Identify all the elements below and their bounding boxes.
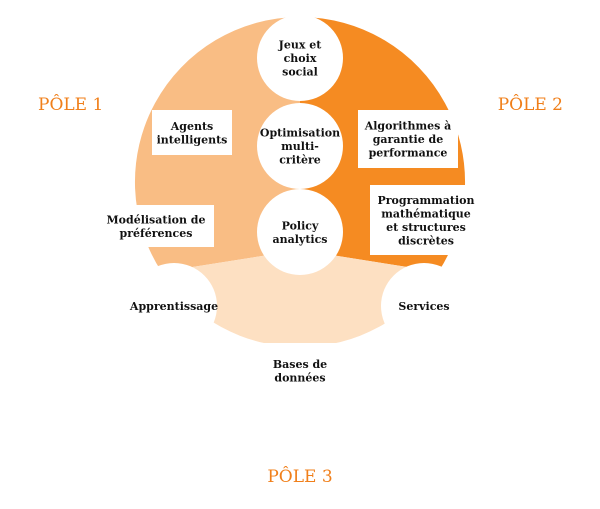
circle-shape (257, 189, 343, 275)
circle-shape (257, 15, 343, 101)
circle-node-services: Services (381, 263, 467, 349)
circle-shape (131, 263, 217, 349)
node-label-line: Jeux et (278, 39, 323, 52)
node-label-line: intelligents (157, 133, 228, 146)
pole-1-label: PÔLE 1 (38, 94, 103, 115)
node-label: Services (398, 300, 449, 313)
node-label-line: Apprentissage (129, 300, 218, 313)
pole-2-label: PÔLE 2 (498, 94, 563, 115)
node-label-line: multi- (281, 140, 319, 153)
box-shape (152, 110, 232, 155)
box-shape (358, 110, 458, 168)
node-label-line: social (282, 66, 318, 79)
node-label-line: choix (284, 52, 317, 65)
circle-shape (257, 103, 343, 189)
node-label-line: mathématique (381, 207, 471, 220)
node-label-line: analytics (273, 233, 328, 246)
node-label-line: garantie de (373, 133, 444, 146)
node-label-line: critère (279, 154, 321, 167)
node-label-line: Modélisation de (107, 213, 206, 226)
node-label-line: Optimisation (260, 127, 340, 140)
node-label-line: Services (398, 300, 449, 313)
circle-node-apprentissage: Apprentissage (129, 263, 218, 349)
box-shape (98, 205, 214, 247)
node-label: Apprentissage (129, 300, 218, 313)
pole-3-sector (161, 250, 439, 348)
circle-shape (381, 263, 467, 349)
node-label-line: préférences (120, 227, 193, 240)
node-label-line: Programmation (377, 194, 474, 207)
box-shape (370, 185, 482, 255)
node-label-line: Bases de (273, 358, 327, 371)
box-shape (256, 343, 344, 398)
node-label-line: Agents (170, 120, 214, 133)
node-label-line: Algorithmes à (364, 120, 452, 133)
node-label-line: performance (369, 147, 448, 160)
node-label-line: données (274, 371, 325, 384)
node-label-line: et structures (386, 221, 466, 234)
node-label-line: Policy (282, 219, 319, 232)
node-label-line: discrètes (398, 234, 454, 247)
pole-3-label: PÔLE 3 (267, 466, 332, 487)
